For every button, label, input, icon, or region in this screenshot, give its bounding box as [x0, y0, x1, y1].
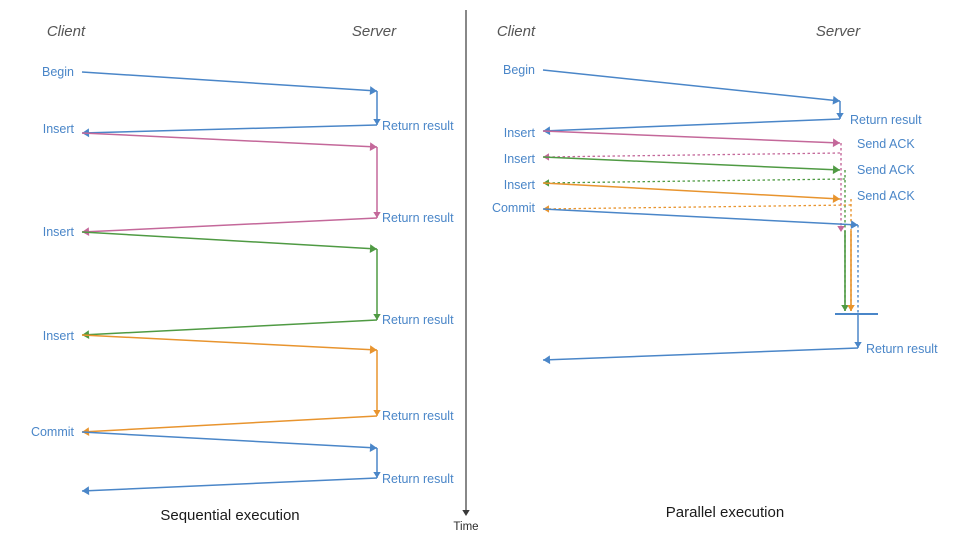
- parallel-message-arrows: [542, 69, 878, 365]
- insert-2-exchange-response: [81, 319, 378, 336]
- begin-request-arrowhead: [832, 95, 840, 105]
- server-message-label: Return result: [382, 211, 454, 225]
- client-message-label: Insert: [43, 329, 75, 343]
- insert-1-op-ack: [542, 152, 841, 158]
- commit-response: [542, 347, 859, 361]
- commit-request: [542, 208, 859, 226]
- client-actor-label: Client: [497, 23, 536, 40]
- insert-2-exchange-request: [81, 231, 378, 250]
- insert-2-op-ack: [542, 178, 846, 184]
- time-axis-label: Time: [453, 521, 478, 533]
- server-message-label: Return result: [382, 313, 454, 327]
- insert-3-op-request-arrowhead: [832, 194, 840, 204]
- commit-exchange-request: [81, 431, 378, 449]
- server-message-label: Send ACK: [857, 137, 915, 151]
- client-message-label: Insert: [43, 122, 75, 136]
- server-message-label: Return result: [850, 113, 922, 127]
- insert-1-op-request: [542, 130, 841, 144]
- commit-exchange-response: [81, 477, 378, 492]
- commit-request-arrowhead: [850, 220, 858, 230]
- panel-parallel-execution: Client Server BeginInsertInsertInsertCom…: [492, 23, 938, 521]
- parallel-caption: Parallel execution: [666, 504, 784, 521]
- client-message-label: Begin: [503, 63, 535, 77]
- insert-1-exchange-response: [81, 217, 378, 233]
- insert-2-op-request: [542, 156, 841, 171]
- commit-exchange-request-arrowhead: [369, 443, 377, 453]
- begin-exchange-server-activation-arrowhead: [373, 119, 381, 125]
- client-message-label: Insert: [504, 178, 536, 192]
- commit-final-drop-arrowhead: [854, 342, 862, 348]
- insert-1-op-worker-line-arrowhead: [837, 226, 845, 232]
- panel-sequential-execution: Client Server BeginInsertInsertInsertCom…: [31, 23, 454, 524]
- insert-3-op-ack: [542, 204, 852, 210]
- begin-exchange-request-arrowhead: [369, 86, 377, 95]
- commit-exchange-response-arrowhead: [82, 486, 90, 496]
- time-axis-arrowhead: [462, 510, 470, 516]
- sequential-message-arrows: [81, 71, 381, 496]
- server-actor-label: Server: [352, 23, 397, 40]
- insert-2-exchange-server-activation-arrowhead: [373, 314, 381, 320]
- insert-2-exchange-request-arrowhead: [369, 244, 377, 253]
- server-actor-label: Server: [816, 23, 861, 40]
- server-message-label: Return result: [382, 119, 454, 133]
- client-message-label: Commit: [31, 425, 75, 439]
- insert-3-exchange-server-activation-arrowhead: [373, 410, 381, 416]
- client-message-label: Commit: [492, 201, 536, 215]
- commit-response-arrowhead: [543, 355, 551, 365]
- server-message-label: Return result: [382, 409, 454, 423]
- commit-exchange-server-activation-arrowhead: [373, 472, 381, 478]
- server-message-label: Send ACK: [857, 189, 915, 203]
- insert-1-exchange-request: [81, 132, 378, 148]
- sequential-caption: Sequential execution: [160, 507, 299, 524]
- client-actor-label: Client: [47, 23, 86, 40]
- insert-3-exchange-response: [81, 415, 378, 433]
- client-message-label: Insert: [43, 225, 75, 239]
- insert-1-exchange-request-arrowhead: [369, 142, 377, 152]
- insert-2-op-request-arrowhead: [832, 165, 840, 175]
- server-message-label: Return result: [866, 342, 938, 356]
- insert-1-op-request-arrowhead: [832, 138, 840, 148]
- insert-3-exchange-request-arrowhead: [369, 345, 377, 355]
- server-message-label: Send ACK: [857, 163, 915, 177]
- begin-request: [542, 69, 841, 102]
- insert-3-exchange-request: [81, 334, 378, 351]
- insert-3-op-worker-solid-arrowhead: [847, 305, 855, 311]
- client-message-label: Begin: [42, 65, 74, 79]
- insert-3-op-request: [542, 182, 841, 200]
- insert-1-exchange-server-activation-arrowhead: [373, 212, 381, 218]
- time-axis-group: Time: [453, 10, 479, 533]
- begin-exchange-request: [81, 71, 378, 92]
- begin-server-activation-arrowhead: [836, 113, 844, 119]
- client-message-label: Insert: [504, 152, 536, 166]
- insert-2-op-worker-solid-arrowhead: [841, 305, 849, 311]
- client-message-label: Insert: [504, 126, 536, 140]
- begin-response: [542, 118, 841, 132]
- begin-exchange-response: [81, 124, 378, 134]
- server-message-label: Return result: [382, 472, 454, 486]
